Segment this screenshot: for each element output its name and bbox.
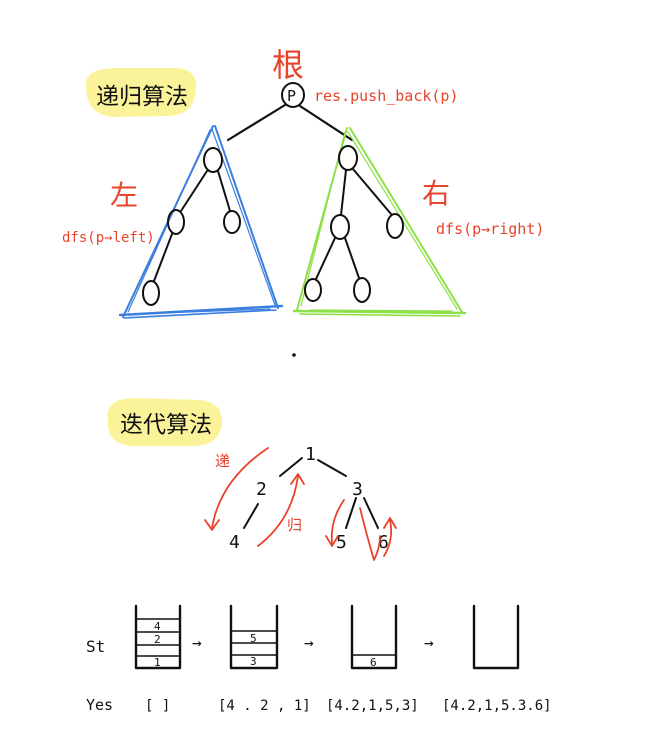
iter-node-5: 5 (336, 532, 347, 553)
edge-root-right (298, 104, 354, 142)
right-edge-b-e (344, 237, 360, 279)
stack-2-item-0: 5 (250, 632, 257, 645)
traverse-arrow-6-up (383, 519, 393, 557)
iter-edge-1-2 (279, 457, 303, 477)
stray-mark (292, 353, 296, 357)
right-node-b (330, 214, 350, 240)
left-edge-b-d (153, 233, 173, 282)
stack-2: 5 3 (229, 604, 279, 670)
iteration-title-highlight (107, 398, 222, 446)
result-value-2: [4 . 2 , 1] (218, 698, 311, 714)
stack-1-item-0: 4 (154, 620, 161, 633)
result-label: Yes (86, 696, 113, 714)
iter-node-3: 3 (352, 479, 363, 500)
right-node-e (353, 277, 371, 303)
root-action: res.push_back(p) (314, 87, 459, 105)
result-value-3: [4.2,1,5,3] (326, 698, 419, 714)
left-node-c (223, 210, 241, 234)
right-subtree-nodes (304, 145, 404, 303)
left-node-b (167, 209, 185, 235)
right-node-d (304, 278, 322, 302)
stack-arrow-1: → (192, 633, 202, 652)
iter-node-4: 4 (229, 532, 240, 553)
stack-2-item-1: 3 (250, 655, 257, 668)
root-node-label: P (287, 87, 296, 105)
iter-node-2: 2 (256, 479, 267, 500)
iter-edge-3-5 (345, 497, 357, 529)
pop-label: 归 (287, 516, 302, 534)
iter-node-1: 1 (305, 444, 316, 465)
iter-edge-1-3 (317, 459, 347, 477)
edge-root-left (226, 103, 287, 142)
stack-1: 4 2 1 (134, 604, 182, 670)
left-edge-a-b (180, 170, 208, 212)
pop-arrow-head (290, 473, 305, 485)
stack-arrow-3: → (424, 633, 434, 652)
stack-1-item-2: 1 (154, 656, 161, 669)
push-arrow-head (204, 519, 220, 531)
traverse-arrow-3-5 (330, 499, 345, 545)
root-node (281, 82, 305, 108)
result-value-4: [4.2,1,5.3.6] (442, 698, 552, 714)
iter-edge-2-4 (243, 503, 259, 529)
iter-node-6: 6 (378, 532, 389, 553)
right-label: 右 (422, 177, 450, 210)
stack-label: St (86, 637, 105, 656)
iter-edge-3-6 (363, 497, 379, 529)
result-value-1: [ ] (145, 698, 170, 714)
traverse-arrow-5-6 (359, 507, 381, 561)
stack-4 (472, 604, 520, 670)
recursion-title-highlight (85, 68, 197, 117)
pop-arrow-up (257, 475, 299, 547)
left-subtree-nodes (142, 147, 241, 306)
stack-3-item-0: 6 (370, 656, 377, 669)
traverse-arrow-6-up-head (383, 517, 397, 529)
right-call: dfs(p→right) (436, 220, 544, 238)
right-edge-b-d (315, 237, 336, 280)
left-label: 左 (110, 179, 138, 212)
root-label: 根 (272, 46, 304, 84)
recursion-title: 递归算法 (96, 84, 188, 110)
stack-1-item-1: 2 (154, 633, 161, 646)
right-node-c (386, 213, 404, 239)
traverse-arrow-3-5-head (325, 535, 339, 547)
stack-arrow-2: → (304, 633, 314, 652)
stack-3: 6 (350, 604, 398, 670)
push-arrow-down (211, 447, 269, 529)
left-call: dfs(p→left) (62, 230, 155, 246)
right-node-a (338, 145, 358, 171)
right-edge-a-c (352, 168, 392, 215)
iteration-title: 迭代算法 (120, 412, 212, 438)
left-edge-a-c (217, 170, 231, 212)
left-node-d (142, 280, 160, 306)
push-label: 递 (215, 452, 230, 470)
right-edge-a-b (340, 169, 347, 216)
left-node-a (203, 147, 223, 173)
